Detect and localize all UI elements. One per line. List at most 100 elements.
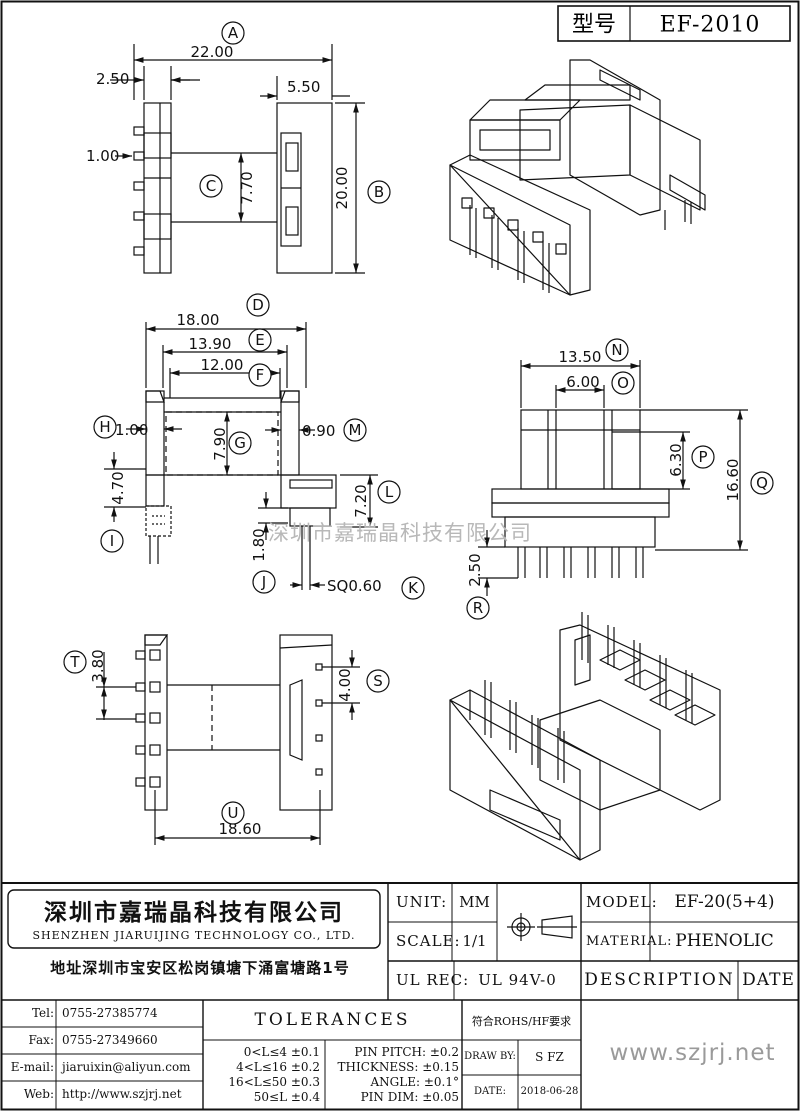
dim-S-value: 4.00 <box>336 668 354 701</box>
svg-text:D: D <box>252 296 264 314</box>
label-H: H <box>93 415 117 439</box>
label-Q: Q <box>750 471 774 495</box>
dim-a-right-value: 5.50 <box>287 78 320 96</box>
ulrec-label: UL REC: <box>396 971 470 989</box>
model-label: MODEL: <box>586 893 658 911</box>
label-O: O <box>611 371 635 395</box>
company-name-cn: 深圳市嘉瑞晶科技有限公司 <box>44 900 344 926</box>
svg-text:E: E <box>255 331 264 349</box>
draw-by-value: S FZ <box>535 1050 564 1064</box>
tol-row-3: 16<L≤50 ±0.3 <box>228 1075 320 1089</box>
view-middle-left <box>104 322 378 590</box>
iso-view-top <box>449 59 706 296</box>
unit-value: MM <box>459 893 490 911</box>
rohs-note: 符合ROHS/HF要求 <box>471 1015 572 1028</box>
dim-R-value: 2.50 <box>466 553 484 586</box>
web-label: Web: <box>23 1087 54 1101</box>
label-J: J <box>252 570 276 594</box>
view-middle-right <box>478 360 748 596</box>
date-header: DATE <box>742 970 795 990</box>
projection-symbol-icon <box>507 913 577 941</box>
web-value: http://www.szjrj.net <box>62 1087 182 1101</box>
label-N: N <box>605 338 629 362</box>
model-value: EF-20(5+4) <box>674 892 775 912</box>
material-value: PHENOLIC <box>675 931 774 951</box>
dim-K-value: SQ0.60 <box>327 577 382 595</box>
dim-L-value: 7.20 <box>352 484 370 517</box>
label-L: L <box>377 480 401 504</box>
dim-N-value: 13.50 <box>559 348 602 366</box>
svg-text:L: L <box>385 483 394 501</box>
pin-dim: PIN DIM: ±0.05 <box>360 1090 459 1104</box>
svg-text:T: T <box>69 653 80 671</box>
label-T: T <box>63 650 87 674</box>
svg-text:H: H <box>99 418 110 436</box>
dim-T-value: 3.80 <box>89 649 107 682</box>
unit-label: UNIT: <box>396 893 448 911</box>
tel-label: Tel: <box>31 1006 54 1020</box>
title-block-grid <box>1 882 799 1109</box>
email-label: E-mail: <box>10 1060 54 1074</box>
svg-text:K: K <box>408 579 419 597</box>
dim-I-value: 4.70 <box>109 471 127 504</box>
letter-labels: A B C D E F G H I J K L M N O P Q R S T … <box>63 21 774 825</box>
svg-text:S: S <box>373 672 383 690</box>
tol-row-1: 0<L≤4 ±0.1 <box>243 1045 320 1059</box>
dim-H-value: 1.00 <box>115 421 148 439</box>
tel-value: 0755-27385774 <box>62 1006 158 1020</box>
pin-pitch: PIN PITCH: ±0.2 <box>354 1045 459 1059</box>
dim-F-value: 12.00 <box>201 356 244 374</box>
label-R: R <box>466 596 490 620</box>
date-label: DATE: <box>473 1086 507 1097</box>
label-I: I <box>100 529 124 553</box>
svg-text:C: C <box>206 177 216 195</box>
dim-B-value: 20.00 <box>333 167 351 210</box>
draw-by-label: DRAW BY: <box>464 1051 516 1062</box>
svg-text:N: N <box>611 341 622 359</box>
iso-view-bottom <box>449 612 721 861</box>
material-label: MATERIAL: <box>586 934 673 949</box>
label-B: B <box>367 180 391 204</box>
header-model-label: 型号 <box>572 13 616 38</box>
fax-value: 0755-27349660 <box>62 1033 158 1047</box>
label-A: A <box>221 21 245 45</box>
dim-a-pin-value: 1.00 <box>86 147 119 165</box>
header-model-value: EF-2010 <box>660 13 761 38</box>
dim-G-value: 7.90 <box>211 427 229 460</box>
scale-label: SCALE: <box>396 932 461 950</box>
tol-row-2: 4<L≤16 ±0.2 <box>236 1060 320 1074</box>
dim-a-left-value: 2.50 <box>96 70 129 88</box>
svg-text:A: A <box>228 24 239 42</box>
company-address: 地址深圳市宝安区松岗镇塘下涌富塘路1号 <box>50 959 350 977</box>
svg-text:O: O <box>617 374 629 392</box>
description-header: DESCRIPTION <box>584 970 735 990</box>
website-watermark[interactable]: www.szjrj.net <box>609 1040 776 1066</box>
dim-P-value: 6.30 <box>667 443 685 476</box>
svg-text:P: P <box>698 448 707 466</box>
label-U: U <box>221 801 245 825</box>
label-D: D <box>246 293 270 317</box>
label-S: S <box>366 669 390 693</box>
label-C: C <box>199 174 223 198</box>
tol-row-4: 50≤L ±0.4 <box>253 1090 320 1104</box>
label-E: E <box>248 328 272 352</box>
dim-M-value: 0.90 <box>302 422 335 440</box>
email-value: jiaruixin@aliyun.com <box>62 1060 191 1074</box>
svg-text:J: J <box>261 573 266 591</box>
view-top-left <box>110 44 365 274</box>
header-box: 型号 EF-2010 <box>557 5 791 42</box>
dim-A-value: 22.00 <box>191 43 234 61</box>
ulrec-value: UL 94V-0 <box>478 971 557 989</box>
svg-text:M: M <box>349 421 362 439</box>
dim-J-value: 1.80 <box>250 528 268 561</box>
company-name-en: SHENZHEN JIARUIJING TECHNOLOGY CO., LTD. <box>32 929 356 942</box>
label-P: P <box>691 445 715 469</box>
dim-C-value: 7.70 <box>238 171 256 204</box>
svg-text:B: B <box>374 183 384 201</box>
dim-Q-value: 16.60 <box>724 459 742 502</box>
label-F: F <box>248 363 272 387</box>
svg-text:F: F <box>256 366 265 384</box>
svg-text:U: U <box>228 804 239 822</box>
